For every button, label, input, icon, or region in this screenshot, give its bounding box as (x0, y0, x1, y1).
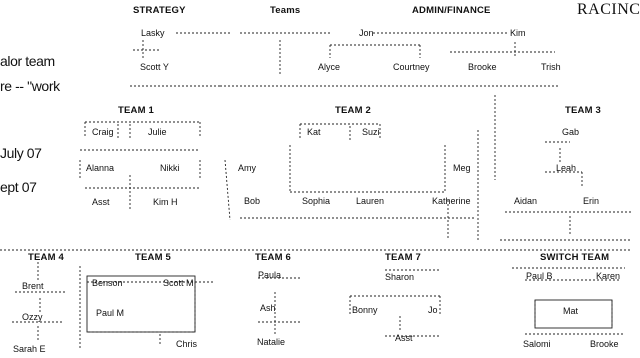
team7-member: Jo (428, 305, 438, 315)
team4-title: TEAM 4 (28, 252, 65, 263)
team3-member: Gab (562, 127, 580, 137)
team1-member: Julie (148, 127, 167, 137)
person-kim: Kim (510, 28, 526, 38)
team2-member: Sophia (302, 196, 331, 206)
team6-title: TEAM 6 (255, 252, 292, 263)
team2-member: Amy (238, 163, 256, 173)
side-label-2: re -- "work (0, 78, 60, 94)
teams-heading: Teams (270, 5, 301, 16)
team5-member: Scott M (163, 278, 194, 288)
team3-member: Leah (556, 163, 577, 173)
team6-member: Ash (260, 303, 276, 313)
team4-member: Brent (22, 281, 44, 291)
team2-member: Meg (453, 163, 471, 173)
team1-member: Alanna (86, 163, 115, 173)
team5-member: Benson (92, 278, 123, 288)
team5-member: Chris (176, 339, 198, 349)
team3-member: Aidan (514, 196, 538, 206)
team1-title: TEAM 1 (118, 105, 155, 116)
team2-member: Suzi (362, 127, 380, 137)
person-scott-y: Scott Y (140, 62, 169, 72)
team3-member: Erin (583, 196, 600, 206)
team2-member: Katherine (432, 196, 471, 206)
team2-member: Lauren (356, 196, 385, 206)
switch-team-member: Brooke (590, 339, 619, 349)
team1-member: Nikki (160, 163, 180, 173)
team5-title: TEAM 5 (135, 252, 172, 263)
switch-team-member: Mat (563, 306, 579, 316)
person-courtney: Courtney (393, 62, 430, 72)
team7-member: Asst (395, 333, 413, 343)
strategy-heading: STRATEGY (133, 5, 186, 16)
team2-title: TEAM 2 (335, 105, 372, 116)
admin-finance-heading: ADMIN/FINANCE (412, 5, 491, 16)
team2-member: Bob (244, 196, 261, 206)
team2-member: Kat (307, 127, 321, 137)
team4-member: Ozzy (22, 312, 43, 322)
switch-team-member: Salomi (523, 339, 551, 349)
team7-title: TEAM 7 (385, 252, 422, 263)
side-label-1: alor team (0, 53, 55, 69)
person-jon: Jon (359, 28, 374, 38)
team7-member: Sharon (385, 272, 415, 282)
team1-member: Craig (92, 127, 114, 137)
team1-member: Asst (92, 197, 110, 207)
switch-team-title: SWITCH TEAM (540, 252, 610, 263)
switch-team-member: Paul B (526, 271, 553, 281)
team5-member: Paul M (96, 308, 125, 318)
team3-title: TEAM 3 (565, 105, 602, 116)
person-alyce: Alyce (318, 62, 341, 72)
team1-member: Kim H (153, 197, 178, 207)
side-label-4: ept 07 (0, 179, 37, 195)
person-trish: Trish (541, 62, 561, 72)
team6-member: Natalie (257, 337, 286, 347)
team6-member: Paula (258, 270, 282, 280)
person-lasky: Lasky (141, 28, 165, 38)
person-brooke: Brooke (468, 62, 497, 72)
switch-team-member: Karen (596, 271, 621, 281)
brand-logo-text: RACINC (577, 1, 640, 18)
team7-member: Bonny (352, 305, 378, 315)
team4-member: Sarah E (13, 344, 46, 354)
side-label-3: July 07 (0, 145, 42, 161)
